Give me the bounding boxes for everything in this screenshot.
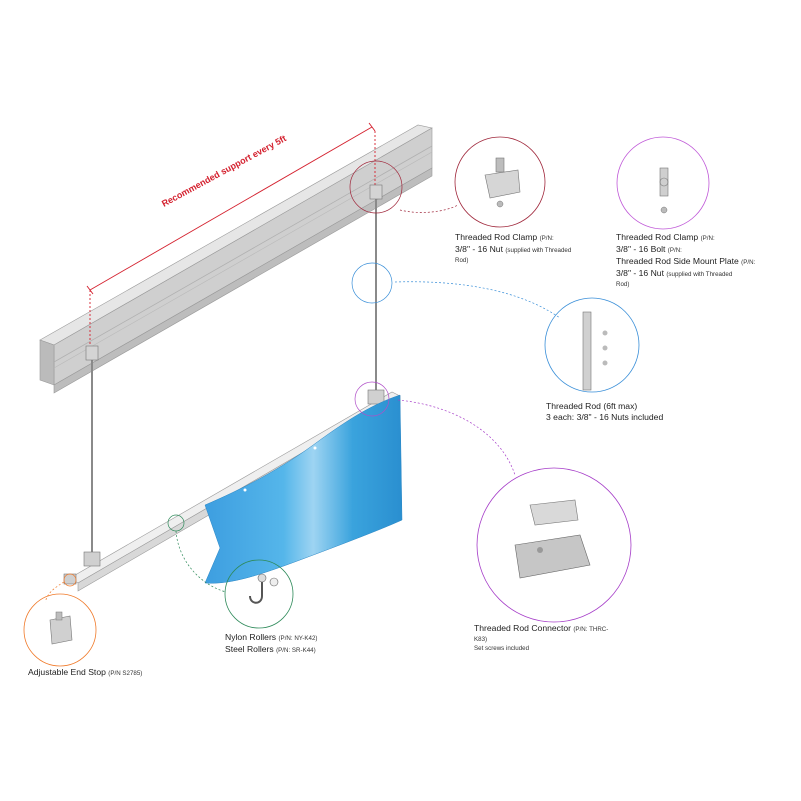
rod-nuts: 3 each: 3/8" - 16 Nuts included [546,412,664,422]
beam-clamp-left [85,345,99,361]
clamp-b-bolt: 3/8" - 16 Bolt [616,244,666,254]
end-stop-pn: (P/N S2785) [108,670,143,677]
clamp-b-nut-note-2: Rod) [616,281,630,288]
connector-part [514,499,591,579]
i-beam [39,124,433,394]
beam-clamp-right [369,184,383,200]
clamp-a-title: Threaded Rod Clamp [455,232,538,242]
rod-part [582,311,608,391]
detail-clamp-b [616,136,710,230]
threaded-rods [91,195,377,560]
clamp-a-part [484,157,521,208]
detail-rollers [224,559,294,629]
clamp-b-nut-note: (supplied with Threaded [666,271,733,278]
callout-circle-connector [354,381,390,417]
banner-grommets [243,446,317,492]
rod-connector-left [83,551,101,567]
detail-connector [476,467,632,623]
clamp-b-title: Threaded Rod Clamp [616,232,699,242]
clamp-a-nut-note-2: Rod) [455,257,469,264]
clamp-a-nut: 3/8" - 16 Nut [455,244,503,254]
label-threaded-rod-clamp-a: Threaded Rod Clamp (P/N: 3/8" - 16 Nut (… [455,232,585,265]
label-end-stop: Adjustable End Stop (P/N S2785) [28,667,188,679]
callout-circle-rod [351,262,393,304]
callout-circle-endstop [63,573,77,587]
detail-endstop [23,593,97,667]
rod-connector-right [367,389,385,405]
connector-title: Threaded Rod Connector [474,623,571,633]
rod-title: Threaded Rod (6ft max) [546,401,638,411]
label-rollers: Nylon Rollers (P/N: NY-K42) Steel Roller… [225,632,365,656]
endstop-part-detail [49,611,73,645]
support-dimension-line [86,122,376,355]
connector-pn: (P/N: THRC- [573,626,609,633]
leader-lines [45,204,561,603]
clamp-b-part [659,167,669,214]
clamp-b-plate-pn: (P/N: [741,259,756,266]
clamp-b-plate: Threaded Rod Side Mount Plate [616,256,739,266]
clamp-b-nut: 3/8" - 16 Nut [616,268,664,278]
steel-rollers-pn: (P/N: SR-K44) [276,647,316,654]
callout-circle-clamp-beam [349,160,403,214]
detail-rod [544,297,640,393]
connector-set-screws: Set screws included [474,645,530,652]
clamp-b-pn: (P/N: [700,235,715,242]
clamp-b-bolt-pn: (P/N: [667,247,682,254]
clamp-a-nut-note: (supplied with Threaded [505,247,572,254]
nylon-rollers: Nylon Rollers [225,632,277,642]
label-threaded-rod-connector: Threaded Rod Connector (P/N: THRC- K83) … [474,623,624,653]
blue-banner [204,394,403,584]
end-stop-title: Adjustable End Stop [28,667,106,677]
label-threaded-rod: Threaded Rod (6ft max) 3 each: 3/8" - 16… [546,401,716,423]
detail-clamp-a [454,136,546,228]
steel-rollers: Steel Rollers [225,644,274,654]
label-threaded-rod-clamp-b: Threaded Rod Clamp (P/N: 3/8" - 16 Bolt … [616,232,766,289]
nylon-rollers-pn: (P/N: NY-K42) [278,635,318,642]
connector-pn-2: K83) [474,636,488,643]
roller-part [249,573,279,604]
clamp-a-pn: (P/N: [539,235,554,242]
